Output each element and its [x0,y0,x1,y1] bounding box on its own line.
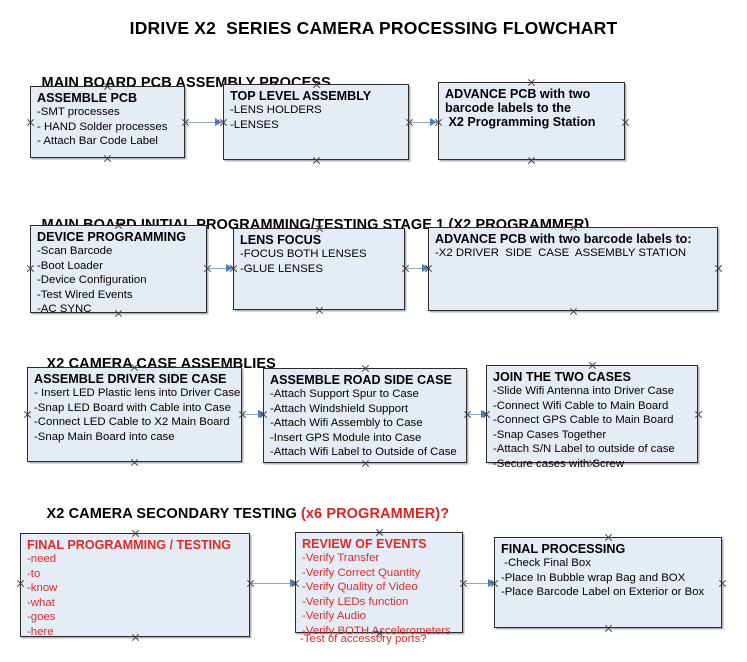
flow-box-title: LENS FOCUS [240,233,322,247]
flow-box-final-programming-testing[interactable]: FINAL PROGRAMMING / TESTING -need -to -k… [20,533,250,639]
flow-box-line: -Verify BOTH Accelerometers [302,625,451,638]
flow-box-title: JOIN THE TWO CASES [493,370,631,384]
flow-box-line: -goes [27,611,56,624]
flow-box-title: ASSEMBLE ROAD SIDE CASE [270,373,452,387]
arrow-head [422,264,429,272]
arrow-shaft [464,582,495,584]
flow-box-title: ASSEMBLE PCB [37,91,138,105]
flow-box-title: REVIEW OF EVENTS [302,537,427,551]
flow-box-overflow-line: -Test of accessory ports? [300,633,427,645]
arrow-head [290,579,297,587]
flow-box-line: -Verify LEDs function [302,595,409,608]
flow-box-line: -Place In Bubble wrap Bag and BOX [501,571,686,584]
arrow-head [488,579,495,587]
flow-box-title-cont: X2 Programming Station [445,115,596,130]
flow-box-title: ASSEMBLE DRIVER SIDE CASE [34,372,227,386]
flow-box-line: -need [27,553,57,566]
flow-box-line: -know [27,582,58,595]
flow-box-lens-focus[interactable]: LENS FOCUS -FOCUS BOTH LENSES -GLUE LENS… [233,228,405,310]
flow-box-line: -Device Configuration [37,274,147,287]
flow-box-line: -Connect GPS Cable to Main Board [493,414,674,427]
arrow-head [226,264,233,272]
flow-box-line: -Insert GPS Module into Case [270,431,422,444]
arrow-head [481,410,488,418]
flow-box-final-processing[interactable]: FINAL PROCESSING -Check Final Box -Place… [494,537,722,628]
flow-box-title: TOP LEVEL ASSEMBLY [230,89,372,103]
flow-box-line: -Place Barcode Label on Exterior or Box [501,586,705,599]
arrow-lens-focus-to-advance-pcb [406,263,429,273]
flow-box-line: -Verify Correct Quantity [302,566,421,579]
flow-box-line: -Attach Wifi Assembly to Case [270,417,423,430]
flow-box-top-level-assembly[interactable]: TOP LEVEL ASSEMBLY -LENS HOLDERS -LENSES [223,84,409,160]
flow-box-line: -LENS HOLDERS [230,104,322,117]
flow-box-line: -Snap Cases Together [493,428,607,441]
flow-box-line: -Boot Loader [37,259,103,272]
flow-box-line: -LENSES [230,118,279,131]
arrow-review-of-events-to-final-processing [464,578,495,588]
arrow-head [430,118,437,126]
section-heading-accent: (x6 PROGRAMMER)? [300,506,450,522]
flow-box-line: -SMT processes [37,106,120,119]
flow-box-title: FINAL PROCESSING [501,542,626,556]
arrow-device-programming-to-lens-focus [208,263,233,273]
arrow-assemble-pcb-to-top-level-assembly [186,117,222,127]
flow-box-line: -to [27,567,41,580]
flow-box-line: -Verify Transfer [302,552,380,565]
arrow-head [258,410,265,418]
arrow-final-programming-to-review-of-events [251,578,297,588]
flow-box-assemble-road-side-case[interactable]: ASSEMBLE ROAD SIDE CASE -Attach Support … [263,368,467,463]
flow-box-assemble-pcb[interactable]: ASSEMBLE PCB -SMT processes - HAND Solde… [30,86,185,158]
flow-box-line: - Insert LED Plastic lens into Driver Ca… [34,387,241,400]
arrow-shaft [186,121,222,123]
flow-box-title: ADVANCE PCB with two barcode labels to: [435,232,692,246]
arrow-road-side-case-to-join-cases [468,409,488,419]
arrow-shaft [243,413,265,415]
flow-box-line: -Attach S/N Label to outside of case [493,443,675,456]
flow-box-title: FINAL PROGRAMMING / TESTING [27,538,232,552]
flow-box-line: -Scan Barcode [37,245,113,258]
arrow-shaft [251,582,297,584]
flow-box-line: -Check Final Box [501,557,591,570]
flow-box-title: ADVANCE PCB with two [445,87,591,101]
flow-box-line: -Verify Quality of Video [302,581,418,594]
flow-box-advance-pcb-to-x2-programming-station[interactable]: ADVANCE PCB with two barcode labels to t… [438,82,625,160]
section-heading-x2-camera-secondary-testing: X2 CAMERA SECONDARY TESTING (x6 PROGRAMM… [30,490,450,538]
arrow-shaft [410,121,437,123]
flow-box-line: -Secure cases with Screw [493,458,625,471]
flow-box-line: - Attach Bar Code Label [37,135,158,148]
flow-box-review-of-events[interactable]: REVIEW OF EVENTS -Verify Transfer -Verif… [295,532,463,637]
flow-box-title-cont: barcode labels to the [445,101,571,116]
flow-box-line: - HAND Solder processes [37,120,168,133]
flow-box-line: -Connect Wifi Cable to Main Board [493,399,669,412]
flow-box-line: -Attach Windshield Support [270,402,409,415]
flow-box-line: -Test Wired Events [37,288,133,301]
flow-box-line: -Snap Main Board into case [34,430,175,443]
page-title: IDRIVE X2 SERIES CAMERA PROCESSING FLOWC… [129,18,618,38]
arrow-top-level-assembly-to-advance-pcb [410,117,437,127]
flow-box-line: -Attach Support Spur to Case [270,388,419,401]
arrow-shaft [406,267,429,269]
flow-box-line: -FOCUS BOTH LENSES [240,248,367,261]
flow-box-line: -what [27,596,55,609]
flow-box-advance-pcb-to-driver-side-case[interactable]: ADVANCE PCB with two barcode labels to: … [428,227,718,311]
flow-box-line: -Verify Audio [302,610,366,623]
flow-box-line: -Slide Wifi Antenna into Driver Case [493,385,675,398]
flow-box-join-the-two-cases[interactable]: JOIN THE TWO CASES -Slide Wifi Antenna i… [486,365,698,470]
flow-box-line: -Snap LED Board with Cable into Case [34,401,231,414]
flow-box-assemble-driver-side-case[interactable]: ASSEMBLE DRIVER SIDE CASE - Insert LED P… [27,367,242,462]
flow-box-title: DEVICE PROGRAMMING [37,230,187,244]
flow-box-line: -GLUE LENSES [240,262,323,275]
arrow-shaft [468,413,488,415]
section-heading-text: X2 CAMERA SECONDARY TESTING [46,506,301,522]
flow-box-line: -X2 DRIVER SIDE CASE ASSEMBLY STATION [435,247,687,260]
flow-box-line: -Connect LED Cable to X2 Main Board [34,416,230,429]
arrow-driver-side-case-to-road-side-case [243,409,265,419]
arrow-shaft [208,267,233,269]
flow-box-line: -here [27,626,54,639]
flow-box-line: -Attach Wifi Label to Outside of Case [270,446,457,459]
flow-box-device-programming[interactable]: DEVICE PROGRAMMING -Scan Barcode -Boot L… [30,225,207,315]
arrow-head [215,118,222,126]
flow-box-line: -AC SYNC [37,303,92,316]
